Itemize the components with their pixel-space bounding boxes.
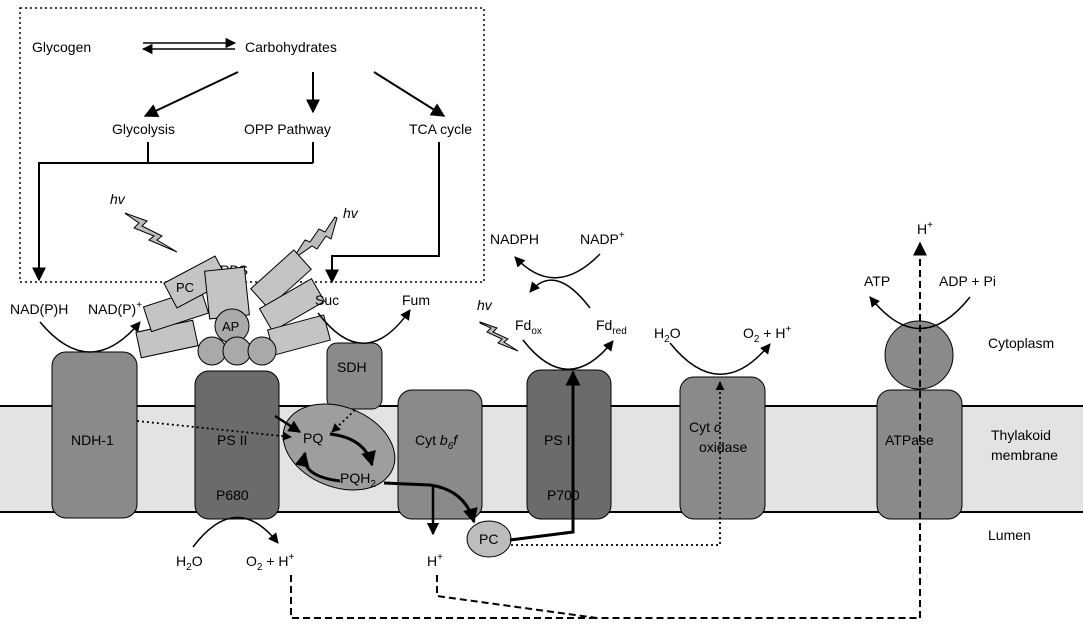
p680-label: P680 [216,487,249,503]
ps1-reduction-arc [523,340,613,369]
lumen-label: Lumen [988,527,1031,543]
adp-label: ADP + Pi [939,273,996,289]
thylakoid-label-2: membrane [991,447,1058,463]
glycolysis-opp-to-nadph-arrow [39,142,148,280]
tca-cycle-label: TCA cycle [409,121,472,137]
proton-path-cytb6f [437,575,917,618]
hv-label-2: hv [343,205,359,221]
nadp-left-label: NAD(P)+ [88,300,142,317]
thylakoid-label-1: Thylakoid [991,427,1051,443]
lightning-bolt-icon [292,217,337,260]
sdh-reaction-arc [318,310,410,343]
fd-ox-label: Fdox [515,317,542,337]
atpase-label: ATPase [885,432,934,448]
suc-label: Suc [315,292,339,308]
carbohydrates-label: Carbohydrates [245,39,337,55]
hv-label-3: hv [477,297,493,313]
nadph-label: NADPH [490,231,539,247]
ps1-label: PS I [544,432,570,448]
cyt-b6f-complex [398,390,482,519]
pc-lumen-label: PC [479,531,498,547]
to-glycolysis-arrow [145,72,238,116]
h2o-cyto-label: H2O [654,325,681,345]
lightning-bolt-icon [125,213,177,252]
fnr-reaction-arc [515,254,600,278]
cyt-c-oxidase-label-1: Cyt c [689,419,721,435]
ap-core-circle [248,337,276,365]
ap-core-circle [223,337,251,365]
nadph-left-label: NAD(P)H [10,301,68,317]
glycogen-label: Glycogen [32,39,91,55]
nadp-label: NADP+ [580,230,625,247]
lightning-bolt-icon [480,322,518,351]
ndh1-label: NDH-1 [71,432,114,448]
pq-label: PQ [303,430,323,446]
h-lumen-label: H+ [427,552,443,569]
fd-reaction-arc [530,280,590,308]
water-splitting-arc [193,517,278,547]
atp-label: ATP [864,273,890,289]
atpase-complex [877,390,962,519]
ap-core-circle [198,337,226,365]
cyt-c-oxidase-label-2: oxidase [699,439,747,455]
p700-label: P700 [547,487,580,503]
o2h-cyto-label: O2 + H+ [743,324,792,345]
ndh-reaction-arc [40,322,140,352]
glycolysis-label: Glycolysis [112,121,175,137]
ps2-label: PS II [217,432,247,448]
fum-label: Fum [402,292,430,308]
ap-label: AP [222,319,239,334]
sdh-label: SDH [337,359,367,375]
to-tca-arrow [374,72,444,116]
oxidase-reaction-arc [670,343,770,374]
cytoplasm-label: Cytoplasm [988,335,1054,351]
h2o-lumen-label: H2O [176,553,203,573]
hv-label-1: hv [110,191,126,207]
sdh-complex [327,343,382,409]
h-cyto-label: H+ [917,220,933,237]
o2h-lumen-label: O2 + H+ [246,552,295,573]
fd-red-label: Fdred [596,317,627,337]
opp-pathway-label: OPP Pathway [244,121,331,137]
pc-antenna-label: PC [176,280,194,295]
